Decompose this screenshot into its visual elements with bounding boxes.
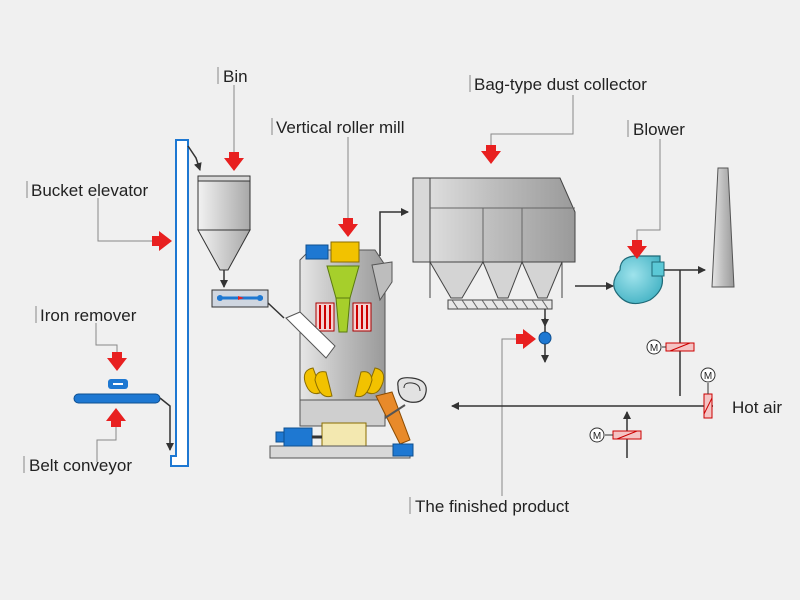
bucket-elevator bbox=[170, 139, 189, 467]
label-belt-conveyor-text: Belt conveyor bbox=[29, 456, 132, 475]
label-finished-product: The finished product bbox=[409, 497, 569, 516]
label-bucket-elevator-text: Bucket elevator bbox=[31, 181, 149, 200]
valve-hot-air: M bbox=[700, 367, 716, 419]
label-bag-dust-collector-text: Bag-type dust collector bbox=[474, 75, 647, 94]
motor-symbol: M bbox=[704, 371, 712, 382]
label-bin-text: Bin bbox=[223, 67, 248, 86]
chimney bbox=[711, 167, 735, 288]
vertical-roller-mill bbox=[269, 241, 427, 459]
label-bin: Bin bbox=[217, 67, 248, 86]
label-hot-air: Hot air bbox=[732, 398, 782, 417]
arrow-bin-icon bbox=[224, 152, 244, 171]
valve-upper: M bbox=[646, 339, 695, 355]
label-iron-remover: Iron remover bbox=[35, 306, 137, 325]
bag-dust-collector bbox=[412, 177, 576, 363]
arrow-collector-icon bbox=[481, 145, 501, 164]
arrow-elevator-icon bbox=[152, 231, 172, 251]
process-lines bbox=[159, 145, 713, 458]
motor-icon bbox=[646, 339, 662, 355]
leader-lines bbox=[95, 85, 661, 496]
feeder bbox=[211, 289, 269, 308]
arrow-belt-conveyor-icon bbox=[106, 408, 126, 427]
belt-conveyor bbox=[73, 379, 161, 404]
motor-symbol: M bbox=[593, 431, 601, 442]
label-hot-air-text: Hot air bbox=[732, 398, 782, 417]
motor-icon bbox=[589, 427, 605, 443]
label-belt-conveyor: Belt conveyor bbox=[23, 456, 132, 475]
label-blower: Blower bbox=[627, 120, 685, 139]
arrow-iron-remover-icon bbox=[107, 352, 127, 371]
pointer-arrows bbox=[106, 145, 647, 427]
bin bbox=[197, 175, 251, 271]
label-finished-product-text: The finished product bbox=[415, 497, 569, 516]
arrow-blower-icon bbox=[627, 240, 647, 259]
label-vertical-roller-mill: Vertical roller mill bbox=[271, 118, 404, 137]
label-vertical-roller-mill-text: Vertical roller mill bbox=[276, 118, 404, 137]
arrow-mill-icon bbox=[338, 218, 358, 237]
label-bag-dust-collector: Bag-type dust collector bbox=[469, 75, 647, 94]
arrow-product-icon bbox=[516, 329, 536, 349]
valve-lower: M bbox=[589, 427, 642, 443]
motor-icon bbox=[700, 367, 716, 383]
motor-symbol: M bbox=[650, 343, 658, 354]
label-blower-text: Blower bbox=[633, 120, 685, 139]
label-iron-remover-text: Iron remover bbox=[40, 306, 137, 325]
label-bucket-elevator: Bucket elevator bbox=[26, 181, 149, 200]
blower bbox=[613, 255, 665, 305]
